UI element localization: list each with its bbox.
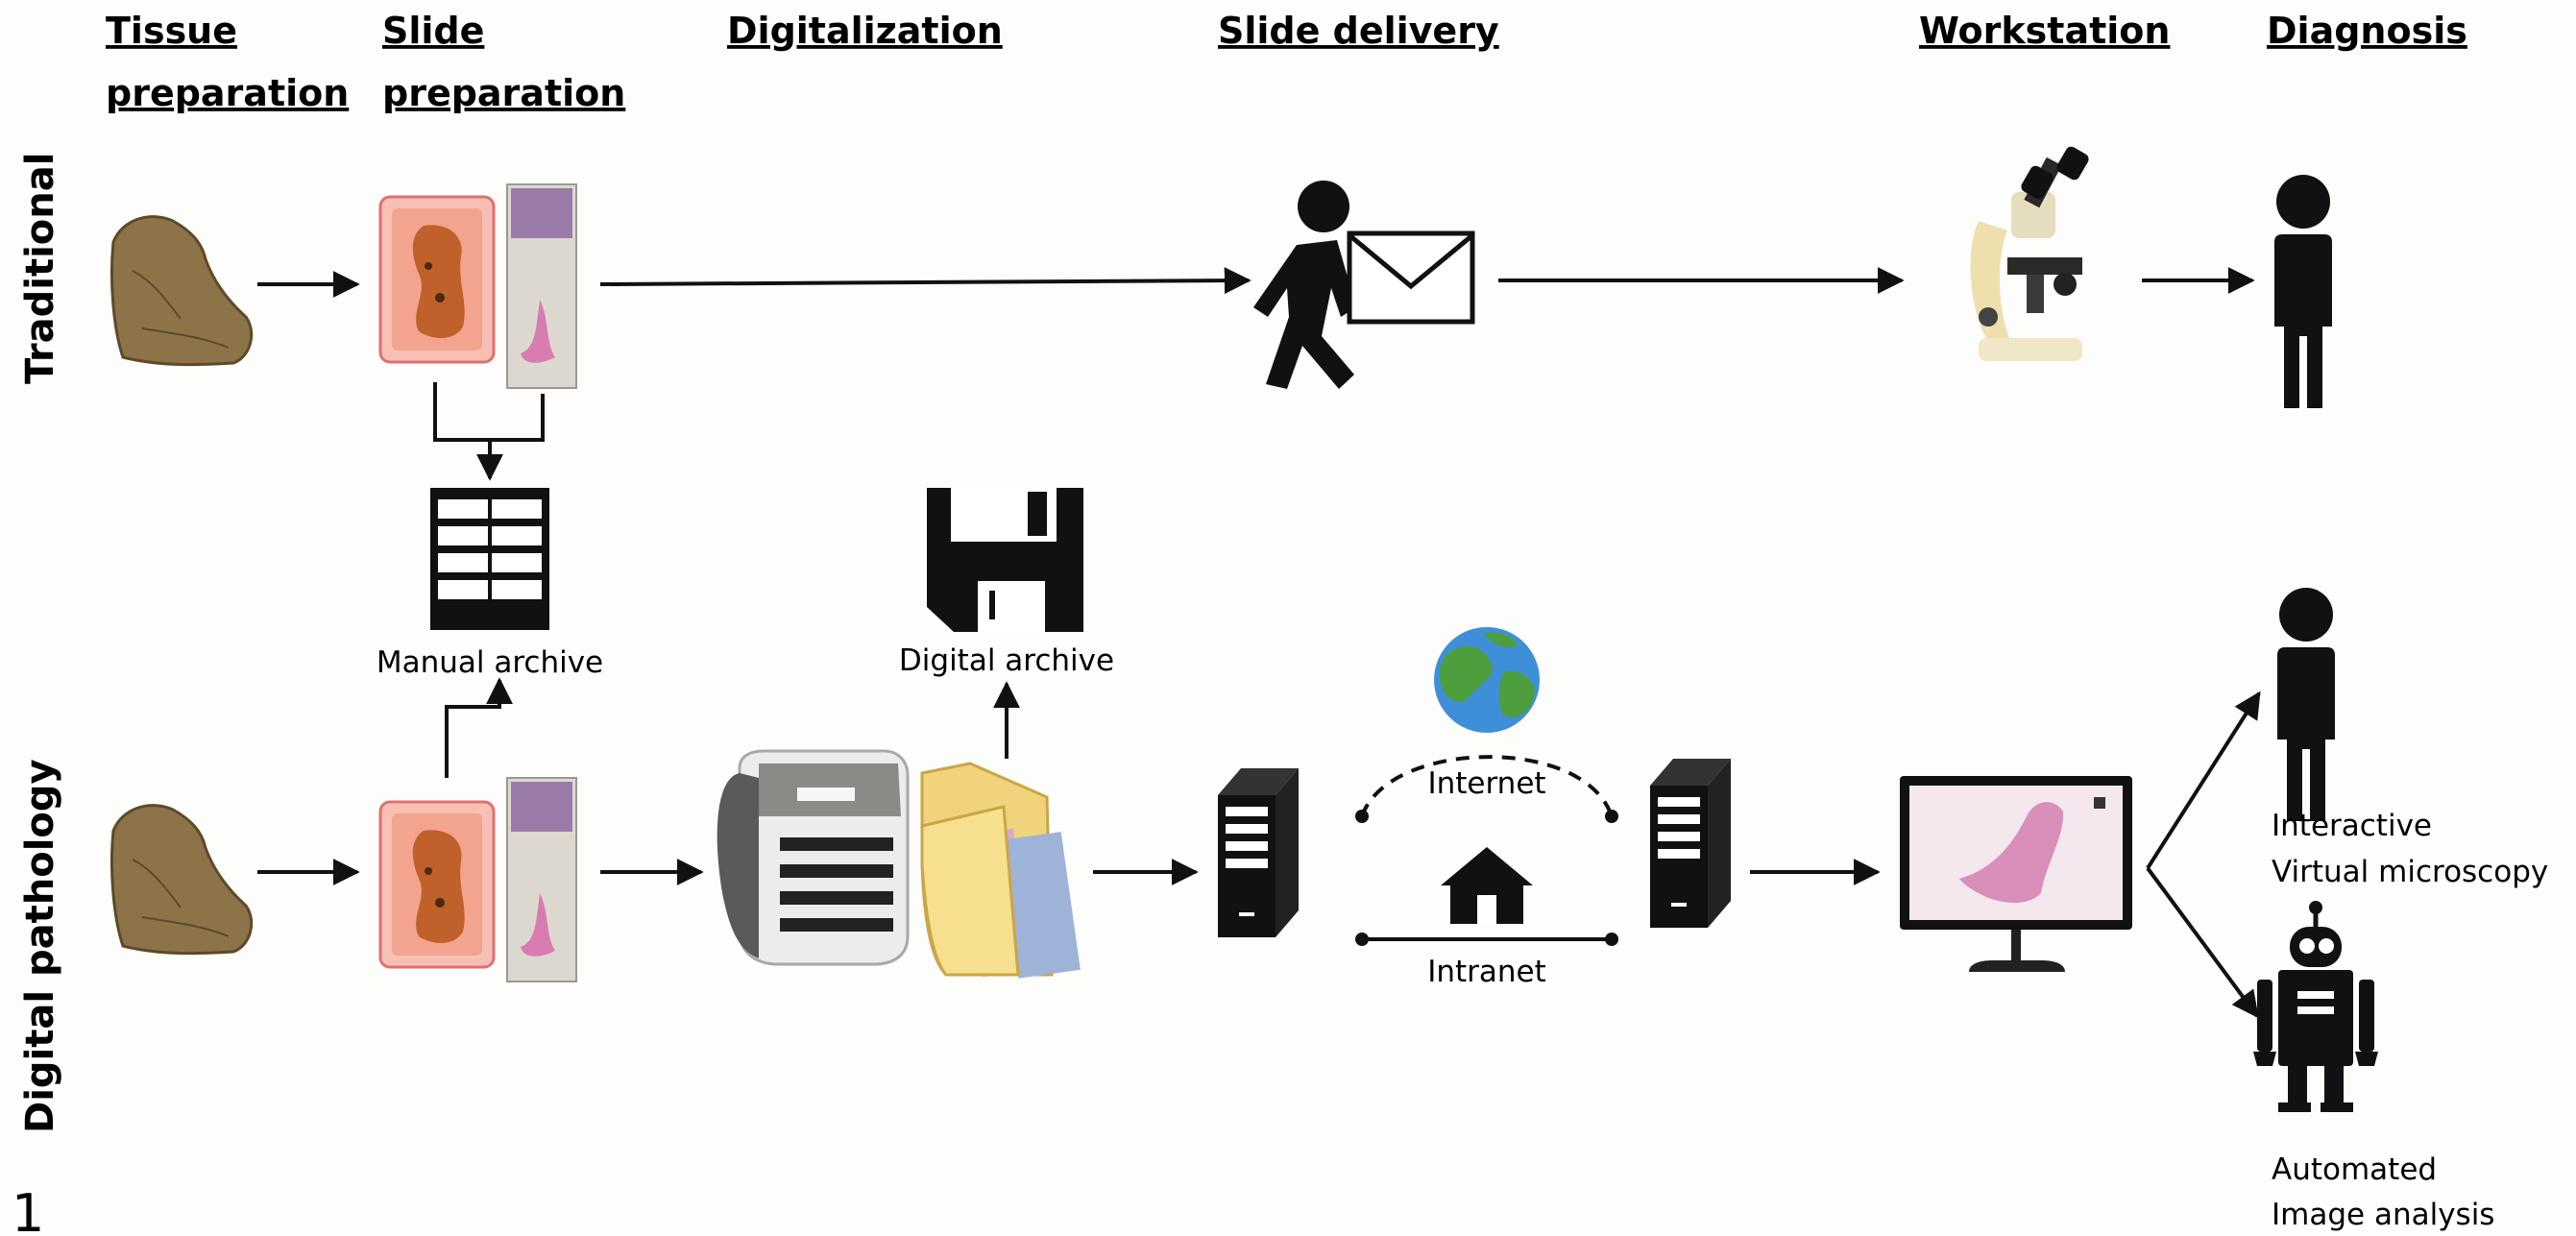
- robot-icon: [2253, 901, 2378, 1112]
- envelope-icon: [1347, 230, 1475, 325]
- folder-icon: [920, 762, 1081, 979]
- person-icon: [2277, 588, 2335, 821]
- figure-number: 1: [12, 1183, 44, 1236]
- row-label-traditional: Traditional: [18, 153, 62, 384]
- header-tissue-line2: preparation: [106, 72, 349, 114]
- caption-internet: Internet: [1427, 766, 1545, 801]
- globe-icon: [1434, 627, 1540, 733]
- microscope-icon: [1970, 146, 2089, 361]
- glass-slide-icon: [506, 183, 577, 389]
- floppy-disk-icon: [927, 488, 1083, 632]
- glass-slide-icon: [506, 777, 577, 982]
- walking-person-icon: [1253, 181, 1356, 389]
- tissue-sample-icon: [109, 215, 254, 367]
- server-icon: [1218, 768, 1299, 937]
- caption-manual-archive: Manual archive: [377, 645, 603, 680]
- monitor-icon: [1900, 776, 2132, 972]
- header-slide-line1: Slide: [382, 10, 484, 52]
- header-slide-delivery: Slide delivery: [1218, 10, 1499, 52]
- header-digitalization: Digitalization: [727, 10, 1003, 52]
- header-diagnosis: Diagnosis: [2267, 10, 2467, 52]
- caption-automated-line1: Automated: [2272, 1152, 2437, 1187]
- tissue-sample-icon: [109, 804, 254, 956]
- house-icon: [1441, 847, 1533, 924]
- archive-cabinet-icon: [430, 488, 549, 630]
- row-label-digital-pathology: Digital pathology: [18, 759, 62, 1133]
- paraffin-block-icon: [378, 800, 496, 969]
- paraffin-block-icon: [378, 195, 496, 364]
- caption-intranet: Intranet: [1427, 955, 1546, 989]
- caption-automated-line2: Image analysis: [2272, 1198, 2494, 1232]
- header-tissue-line1: Tissue: [106, 10, 237, 52]
- header-workstation: Workstation: [1919, 10, 2170, 52]
- person-icon: [2274, 175, 2332, 408]
- server-icon: [1650, 759, 1731, 928]
- caption-digital-archive: Digital archive: [899, 643, 1114, 678]
- header-slide-line2: preparation: [382, 72, 625, 114]
- caption-interactive-line1: Interactive: [2272, 809, 2432, 843]
- slide-scanner-icon: [717, 749, 910, 966]
- caption-interactive-line2: Virtual microscopy: [2272, 855, 2548, 889]
